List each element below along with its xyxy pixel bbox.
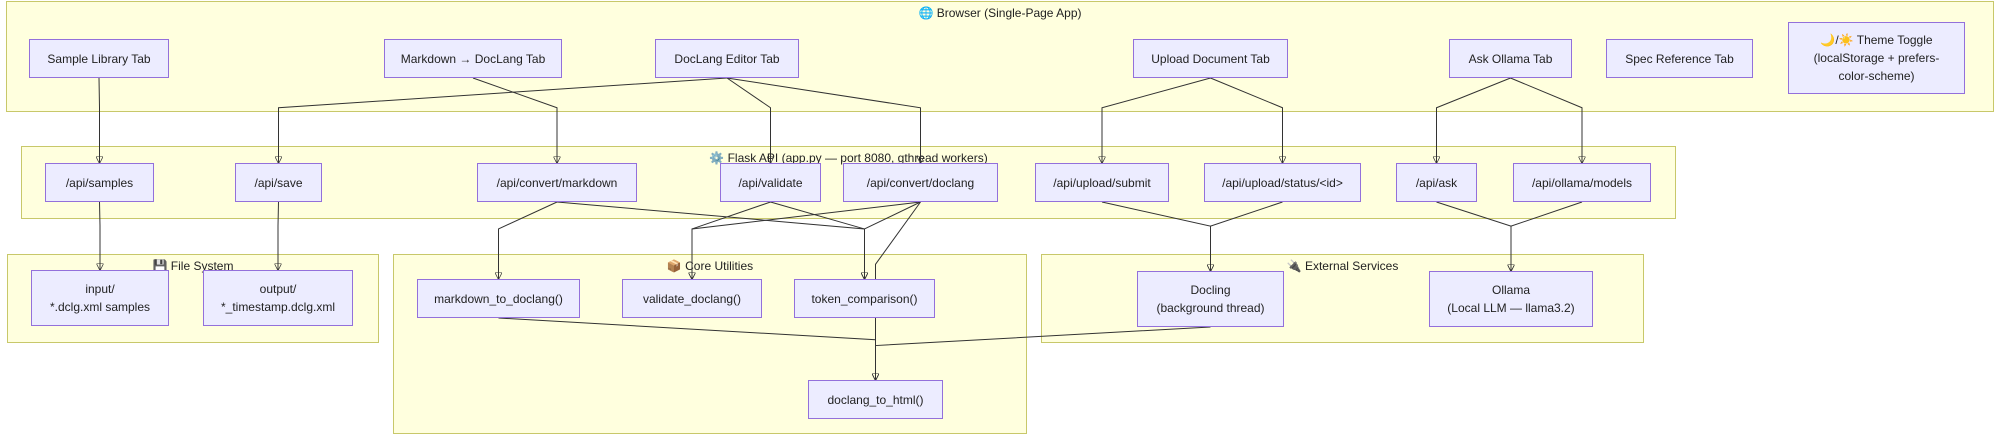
api-ollama-models-node: /api/ollama/models <box>1513 163 1651 202</box>
edge-api_convert_md-to-md_to_dl <box>499 201 558 279</box>
node-label-line: DocLang Editor Tab <box>674 51 780 66</box>
edge-upload_tab-to-api_upload_submit <box>1102 77 1211 163</box>
upload-document-tab-node: Upload Document Tab <box>1133 39 1288 78</box>
edge-sample_tab-to-api_samples <box>99 77 100 163</box>
api-save-node: /api/save <box>235 163 322 202</box>
node-label-line: /api/upload/submit <box>1053 175 1151 190</box>
node-label-line: /api/ollama/models <box>1531 175 1633 190</box>
token-comparison-function-node: token_comparison() <box>794 279 935 318</box>
node-label-line: (localStorage + prefers- <box>1813 51 1940 65</box>
node-label-line: (background thread) <box>1156 301 1265 315</box>
node-label-line: output/ <box>259 282 297 296</box>
node-label-line: /api/convert/markdown <box>496 175 618 190</box>
edge-editor_tab-to-api_validate <box>726 77 771 163</box>
edge-api_validate-to-validate_dl <box>692 201 771 279</box>
node-label-line: doclang_to_html() <box>827 392 924 407</box>
ask-ollama-tab-node: Ask Ollama Tab <box>1449 39 1572 78</box>
node-label-line: 🌙/☀️ Theme Toggle <box>1820 33 1933 47</box>
node-label-line: Upload Document Tab <box>1151 51 1270 66</box>
edge-api_validate-to-token_cmp <box>770 201 865 279</box>
node-label-line: /api/ask <box>1415 175 1458 190</box>
external-services-cluster-title: 🔌 External Services <box>1286 259 1399 273</box>
node-label-line: /api/save <box>254 175 303 190</box>
node-label-line: *_timestamp.dclg.xml <box>220 300 336 314</box>
node-label-line: Markdown → DocLang Tab <box>400 51 546 66</box>
node-label-line: (Local LLM — llama3.2) <box>1447 301 1575 315</box>
file-system-cluster-title: 💾 File System <box>152 259 234 273</box>
markdown-to-doclang-function-node: markdown_to_doclang() <box>417 279 580 318</box>
browser-cluster-title: 🌐 Browser (Single-Page App) <box>918 6 1082 20</box>
output-folder-node: output/ *_timestamp.dclg.xml <box>203 270 353 326</box>
doclang-editor-tab-node: DocLang Editor Tab <box>655 39 799 78</box>
node-label-line: /api/convert/doclang <box>866 175 975 190</box>
node-label-line: Spec Reference Tab <box>1625 51 1734 66</box>
api-convert-doclang-node: /api/convert/doclang <box>843 163 998 202</box>
node-label-line: token_comparison() <box>811 291 918 306</box>
api-upload-status-node: /api/upload/status/<id> <box>1204 163 1361 202</box>
edge-api_upload_submit-to-docling <box>1101 201 1211 271</box>
edge-ask_tab-to-api_ask <box>1437 77 1511 163</box>
ollama-service-node: Ollama (Local LLM — llama3.2) <box>1429 271 1593 327</box>
markdown-to-doclang-tab-node: Markdown → DocLang Tab <box>384 39 562 78</box>
theme-toggle-node: 🌙/☀️ Theme Toggle (localStorage + prefers… <box>1788 22 1965 94</box>
edge-ask_tab-to-api_models <box>1510 77 1583 163</box>
input-folder-node: input/ *.dclg.xml samples <box>31 270 169 326</box>
edge-api_save-to-fs_output <box>278 201 279 270</box>
edge-editor_tab-to-api_convert_dl <box>726 77 921 163</box>
api-samples-node: /api/samples <box>45 163 154 202</box>
spec-reference-tab-node: Spec Reference Tab <box>1606 39 1753 78</box>
node-label-line: /api/upload/status/<id> <box>1222 175 1343 190</box>
api-convert-markdown-node: /api/convert/markdown <box>477 163 637 202</box>
node-label-line: input/ <box>85 282 115 296</box>
node-label-line: Ollama <box>1491 283 1530 297</box>
node-label-line: validate_doclang() <box>642 291 742 306</box>
edge-editor_tab-to-api_save <box>279 77 728 163</box>
node-label-line: /api/samples <box>65 175 134 190</box>
node-label-line: markdown_to_doclang() <box>434 291 563 306</box>
edge-upload_tab-to-api_upload_status <box>1210 77 1283 163</box>
node-label-line: Docling <box>1190 283 1231 297</box>
node-label-line: Ask Ollama Tab <box>1468 51 1553 66</box>
docling-service-node: Docling (background thread) <box>1137 271 1284 327</box>
node-label-line: /api/validate <box>738 175 803 190</box>
node-label-line: *.dclg.xml samples <box>49 300 151 314</box>
edge-api_upload_status-to-docling <box>1211 201 1283 271</box>
sample-library-tab-node: Sample Library Tab <box>29 39 169 78</box>
core-utilities-cluster-title: 📦 Core Utilities <box>666 259 754 273</box>
node-label-line: Sample Library Tab <box>47 51 151 66</box>
doclang-to-html-function-node: doclang_to_html() <box>808 380 943 419</box>
edge-api_models-to-ollama <box>1511 201 1583 271</box>
node-label-line: color-scheme) <box>1838 69 1915 83</box>
edge-docling-to-dl_to_html <box>876 326 1211 380</box>
api-ask-node: /api/ask <box>1396 163 1477 202</box>
edge-api_ask-to-ollama <box>1436 201 1512 271</box>
validate-doclang-function-node: validate_doclang() <box>622 279 762 318</box>
edge-api_convert_dl-to-validate_dl <box>692 201 921 279</box>
edge-md_tab-to-api_convert_md <box>472 77 557 163</box>
edge-api_samples-to-fs_input <box>100 201 101 270</box>
api-validate-node: /api/validate <box>720 163 821 202</box>
edge-md_to_dl-to-dl_to_html <box>498 317 876 380</box>
api-upload-submit-node: /api/upload/submit <box>1035 163 1169 202</box>
edge-api_convert_dl-to-token_cmp <box>865 201 921 279</box>
